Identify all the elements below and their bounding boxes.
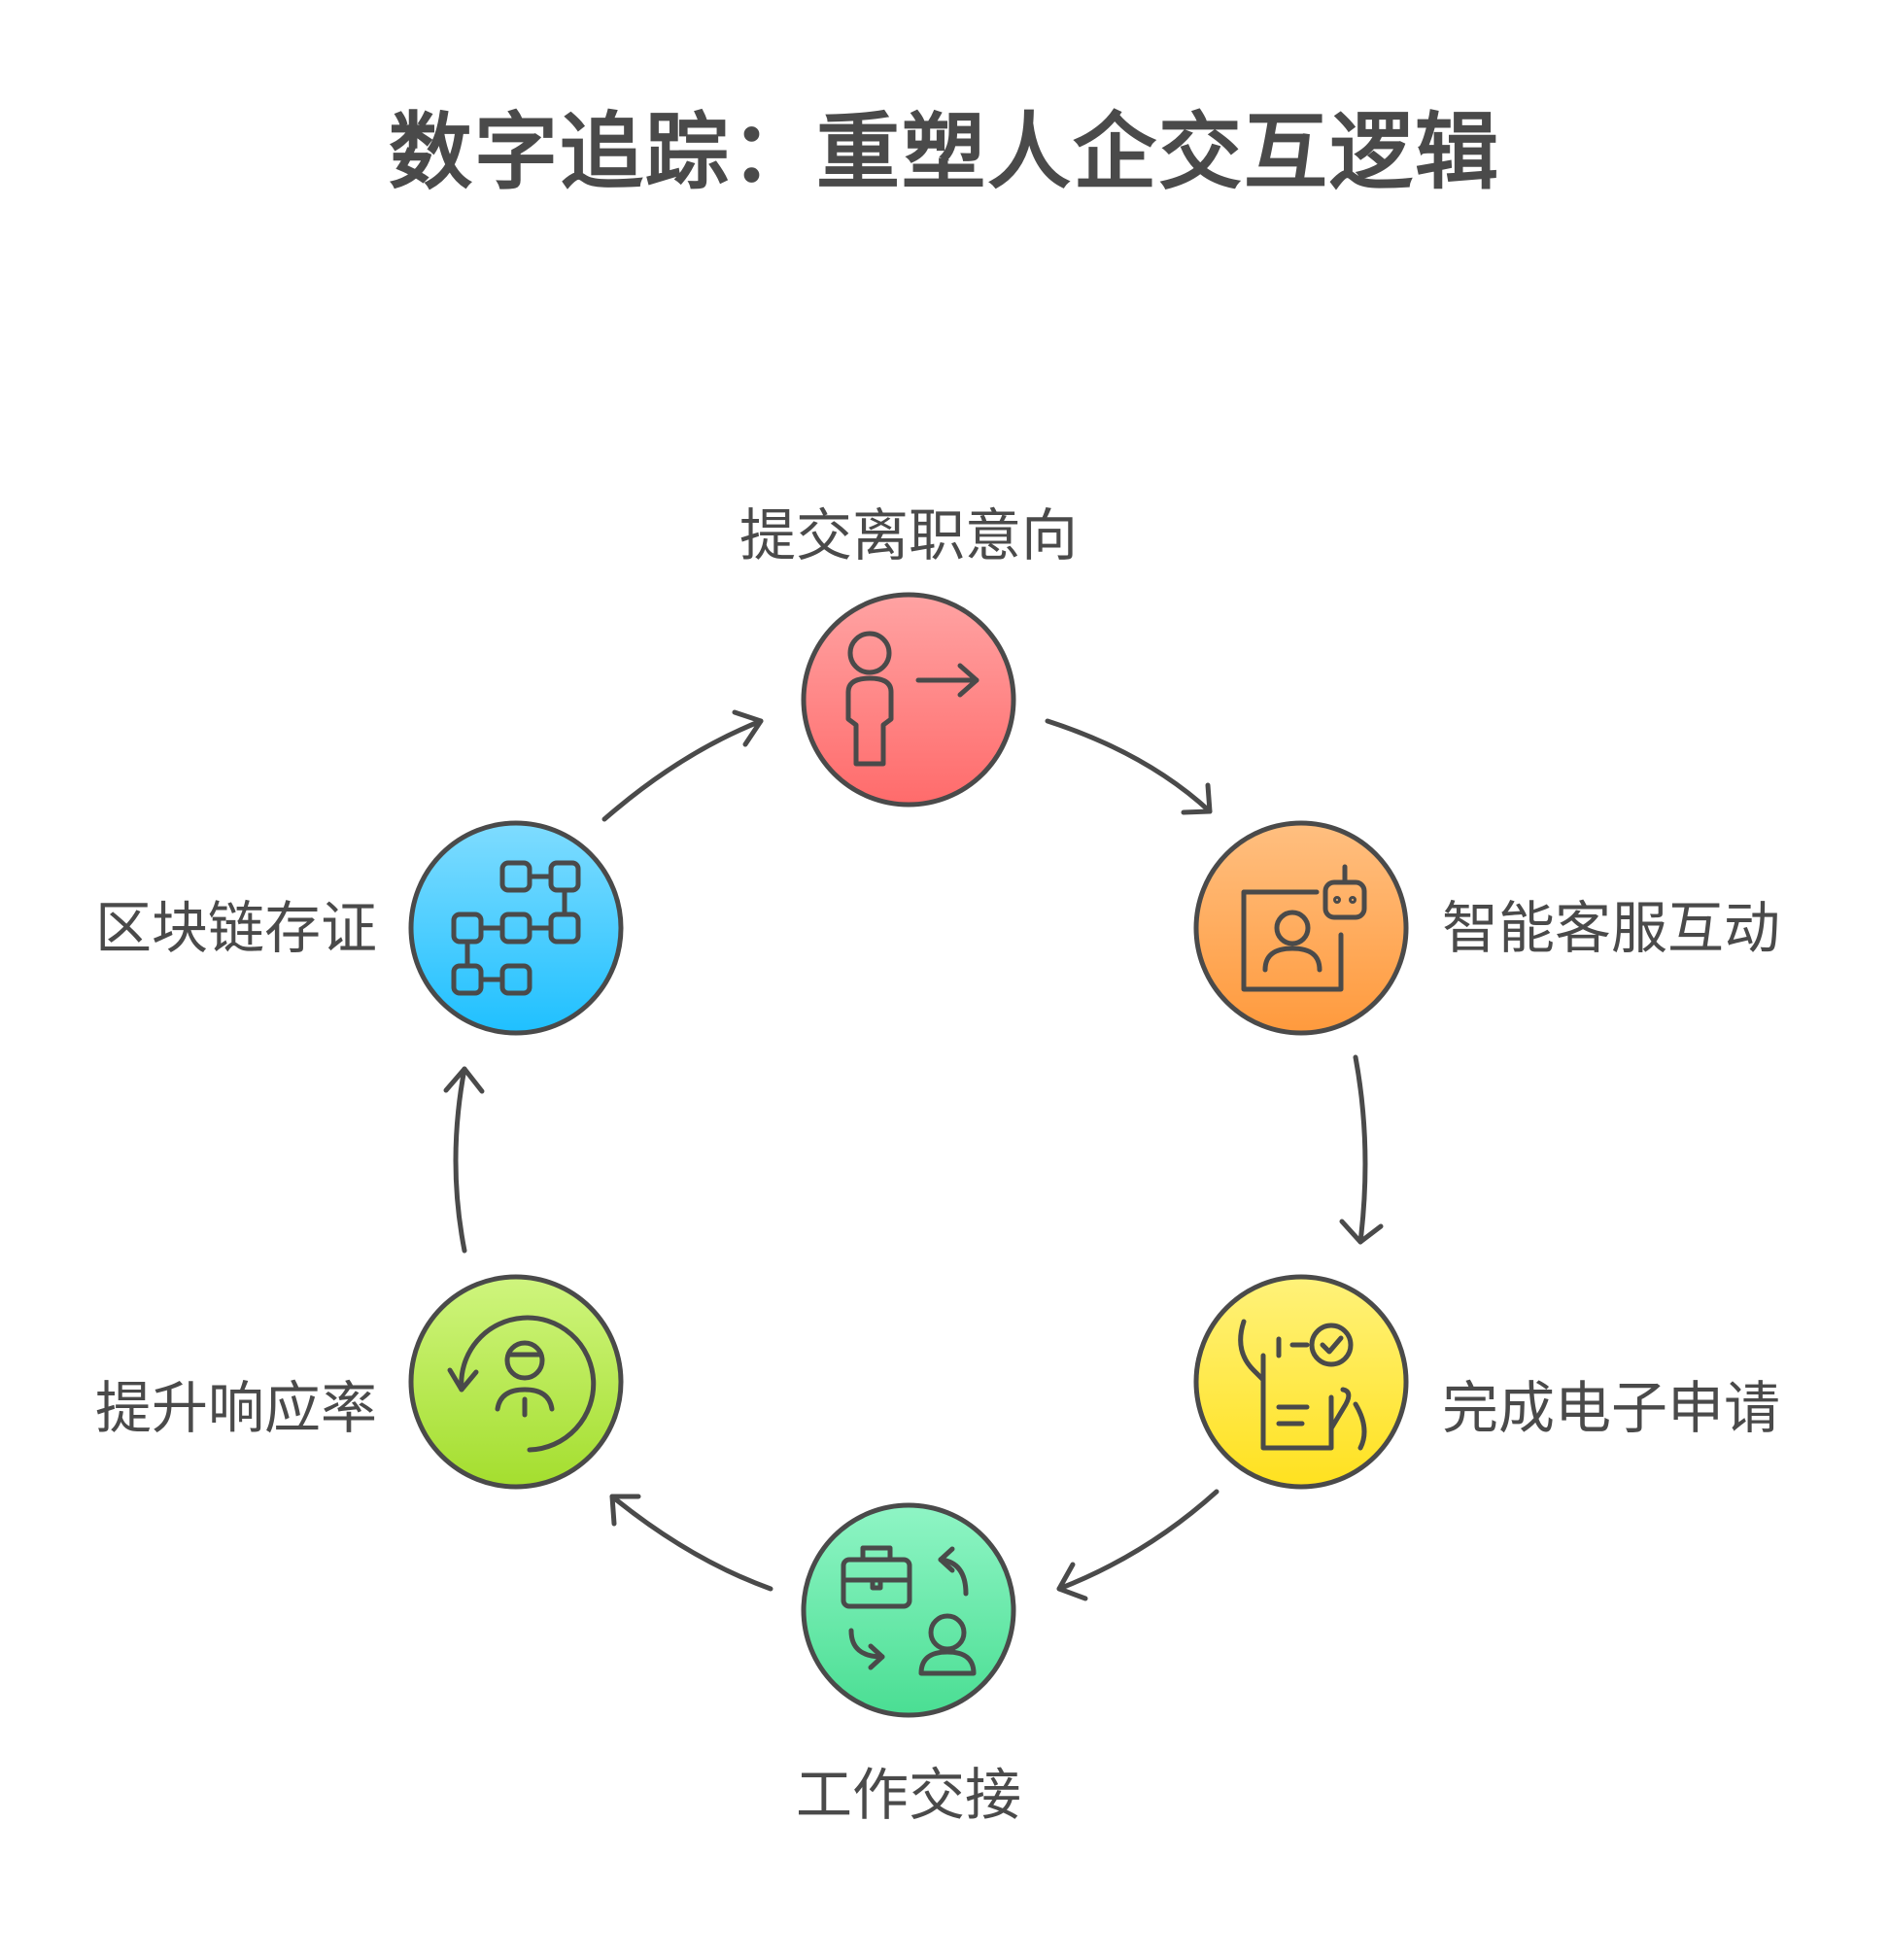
document-checklist-icon [1238,1319,1367,1451]
step-2-node [1193,820,1409,1036]
arrow-step5-to-step6 [453,1066,467,1254]
arrowhead-step6-to-step1 [732,709,764,747]
person-exit-icon [845,631,979,767]
step-4-node [801,1502,1016,1718]
step-6-label: 区块链存证 [94,895,377,961]
blockchain-blocks-icon [451,860,581,996]
briefcase-handover-icon [841,1545,977,1676]
arrow-step2-to-step3 [1353,1054,1368,1245]
step-1-circle [801,592,1016,808]
page-title: 数字追踪：重塑人企交互逻辑 [389,104,1500,201]
arrow-step4-to-step5 [609,1494,773,1592]
step-1-node [801,592,1016,808]
arrow-step6-to-step1 [601,718,764,822]
arrow-step1-to-step2 [1045,718,1213,814]
step-5-label: 提升响应率 [94,1375,377,1441]
step-1-label: 提交离职意向 [738,502,1079,568]
person-refresh-icon [447,1315,597,1453]
arrowhead-step2-to-step3 [1339,1219,1384,1245]
arrowhead-step3-to-step4 [1056,1562,1088,1601]
arrowhead-step4-to-step5 [609,1494,641,1527]
step-3-node [1193,1274,1409,1490]
step-6-circle [408,820,624,1036]
step-5-circle [408,1274,624,1490]
arrow-step3-to-step4 [1056,1489,1219,1592]
step-3-circle [1193,1274,1409,1490]
robot-support-agent-icon [1241,864,1367,992]
step-2-circle [1193,820,1409,1036]
arrowhead-step1-to-step2 [1181,782,1213,815]
step-2-label: 智能客服互动 [1442,895,1781,961]
step-4-circle [801,1502,1016,1718]
step-3-label: 完成电子申请 [1442,1375,1781,1441]
step-6-node [408,820,624,1036]
step-4-label: 工作交接 [795,1762,1022,1828]
step-5-node [408,1274,624,1490]
arrowhead-step5-to-step6 [443,1066,485,1094]
